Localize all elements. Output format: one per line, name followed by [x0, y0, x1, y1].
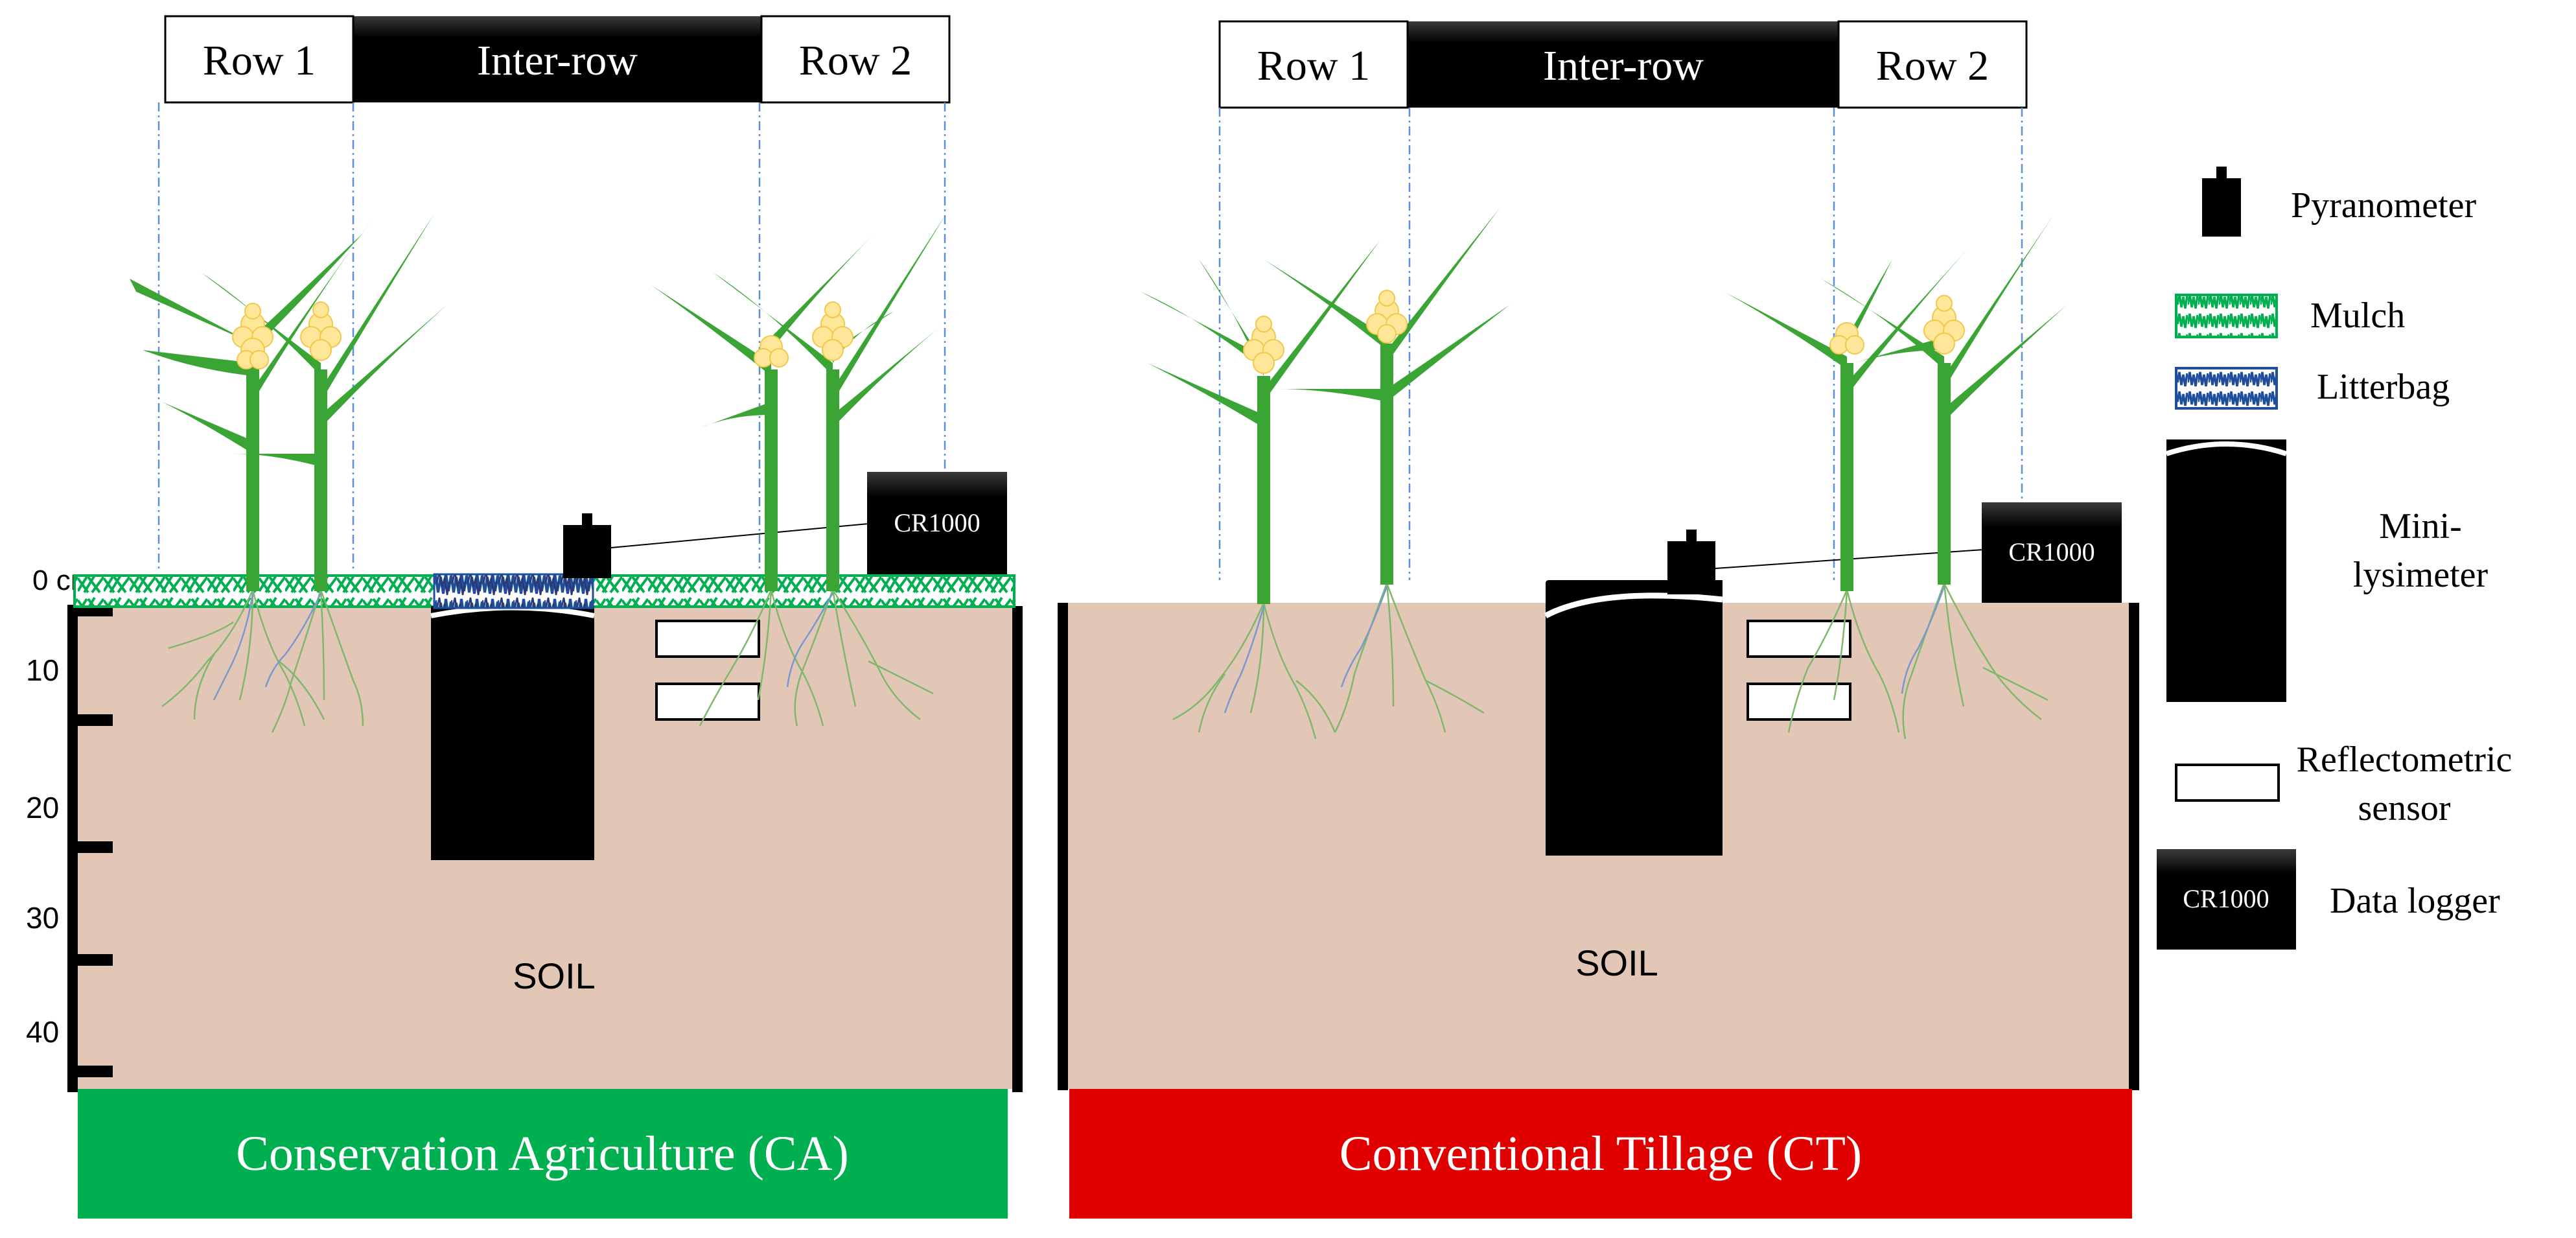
ct-plant-row2-a [1724, 246, 1970, 591]
ca-treatment-banner [78, 1089, 1008, 1219]
ca-roots [161, 589, 934, 733]
legend-reflectometric-label-line2: sensor [2358, 788, 2450, 828]
ct-treatment-banner [1069, 1089, 2132, 1219]
legend-litterbag-swatch [2175, 367, 2278, 410]
ca-row1-box [164, 15, 354, 104]
ct-plant-row1-a [1141, 240, 1380, 604]
ct-row2-label: Row 2 [1876, 42, 1989, 89]
ca-row2-box [760, 15, 951, 104]
ct-roots [1172, 583, 2048, 740]
ca-cable [610, 523, 869, 548]
ca-cobs [232, 301, 853, 369]
legend-data-logger-label: Data logger [2330, 881, 2500, 921]
ct-data-logger-label: CR1000 [2008, 537, 2094, 566]
legend-mulch-swatch [2175, 294, 2278, 338]
depth-label-40: 40 [26, 1015, 59, 1049]
ct-row1-box [1218, 20, 1409, 109]
ct-mini-lysimeter [1544, 580, 1723, 856]
ca-plant-row2-a [651, 233, 875, 591]
ct-treatment-label: Conventional Tillage (CT) [1340, 1127, 1862, 1181]
depth-label-20: 20 [26, 791, 59, 824]
ca-plant-row1-a [130, 214, 376, 591]
legend-pyranometer-label: Pyranometer [2291, 185, 2476, 226]
legend-mulch-label: Mulch [2310, 296, 2405, 336]
ca-row2-label: Row 2 [799, 37, 912, 84]
ca-data-logger [867, 472, 1007, 574]
ca-inter-row-label: Inter-row [477, 37, 638, 84]
ca-mini-lysimeter [430, 605, 595, 860]
depth-axis: 0 cm 10 20 30 40 [26, 565, 113, 1092]
ct-cobs [1243, 290, 1965, 374]
ca-pyranometer [563, 513, 611, 578]
ct-plant-row2-b [1821, 214, 2067, 585]
ca-reflectometric-sensor-lower [655, 683, 760, 721]
ca-plant-row2-b [713, 214, 959, 591]
ca-reflectometric-sensor-upper [655, 620, 760, 658]
legend: Pyranometer Mulch Litterbag Mini- lysime… [2157, 167, 2512, 950]
ca-right-wall [1012, 606, 1023, 1092]
legend-reflectometric-sensor-icon [2175, 764, 2280, 802]
ct-left-wall [1058, 603, 1068, 1090]
legend-mini-lysimeter-label-line1: Mini- [2379, 506, 2462, 546]
ct-soil-label: SOIL [1575, 942, 1658, 983]
legend-mini-lysimeter-label-line2: lysimeter [2353, 555, 2489, 595]
ca-soil-label: SOIL [513, 955, 596, 996]
ct-pyranometer [1667, 530, 1715, 594]
ca-fine-roots [213, 592, 834, 701]
legend-pyranometer-icon [2202, 167, 2241, 237]
legend-litterbag-label: Litterbag [2317, 367, 2450, 407]
ct-data-logger [1982, 502, 2122, 603]
depth-label-10: 10 [26, 653, 59, 687]
ct-reflectometric-sensor-upper [1746, 620, 1851, 658]
legend-mini-lysimeter-icon [2165, 439, 2288, 702]
ct-header: Inter-row Row 1 Row 2 [1218, 20, 2028, 109]
ca-row1-label: Row 1 [203, 37, 316, 84]
ct-row1-label: Row 1 [1257, 42, 1370, 89]
legend-reflectometric-label-line1: Reflectometric [2297, 740, 2512, 780]
legend-data-logger-box-label: CR1000 [2183, 884, 2269, 913]
ct-plant-row1-b [1264, 207, 1510, 585]
ct-row-guides [1218, 108, 2023, 580]
ct-inter-row-label: Inter-row [1543, 42, 1704, 89]
ct-reflectometric-sensor-lower [1746, 683, 1851, 721]
ct-panel: Inter-row Row 1 Row 2 SOIL CR1000 [1058, 20, 2139, 1219]
ca-plant-row1-b [201, 214, 447, 591]
ca-treatment-label: Conservation Agriculture (CA) [236, 1127, 849, 1181]
depth-label-30: 30 [26, 901, 59, 935]
ct-fine-roots [1224, 586, 1945, 714]
ca-data-logger-label: CR1000 [894, 508, 980, 537]
ca-header: Inter-row Row 1 Row 2 [164, 15, 951, 104]
ca-inter-row-box [353, 16, 761, 102]
ct-right-wall [2129, 603, 2139, 1090]
ca-panel: Inter-row Row 1 Row 2 SOIL 0 cm 10 20 [26, 15, 1023, 1219]
ct-inter-row-box [1408, 21, 1839, 108]
legend-data-logger-icon [2157, 849, 2296, 950]
ca-litterbag [433, 573, 594, 609]
ct-row2-box [1837, 20, 2028, 109]
